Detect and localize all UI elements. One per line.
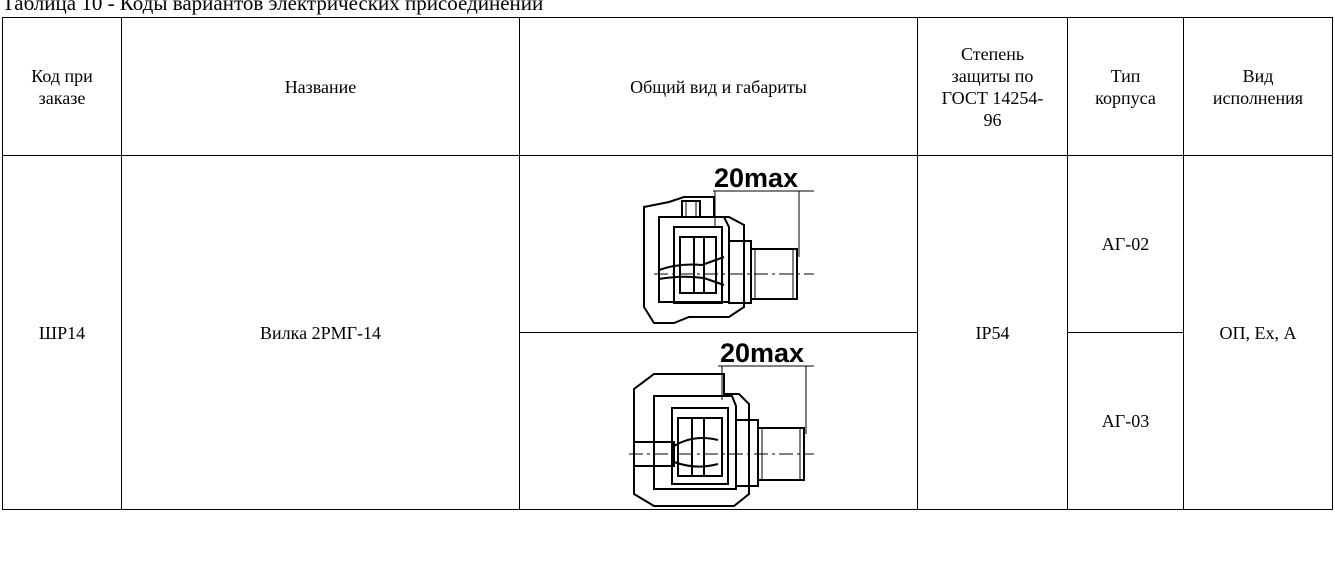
header-name: Название [121, 17, 520, 156]
table-row: ШР14 Вилка 2РМГ-14 20max [2, 155, 1333, 510]
table-caption: Таблица 10 - Коды вариантов электрически… [2, 0, 544, 15]
connection-variants-table: Код при заказе Название Общий вид и габа… [2, 17, 1333, 510]
cell-drawing-1: 20max [519, 155, 918, 333]
cell-protection: IP54 [917, 155, 1068, 510]
header-view: Общий вид и габариты [519, 17, 918, 156]
cell-drawing-2: 20max [519, 332, 918, 510]
header-row: Код при заказе Название Общий вид и габа… [2, 17, 1333, 156]
header-protection: Степень защиты по ГОСТ 14254- 96 [917, 17, 1068, 156]
cell-version: ОП, Ex, А [1183, 155, 1333, 510]
table-row: 20max [3, 332, 1333, 510]
cell-case-type-ag03: АГ-03 [1067, 332, 1184, 510]
cell-code: ШР14 [2, 155, 122, 510]
dimension-label: 20max [720, 338, 804, 368]
header-case-type: Тип корпуса [1067, 17, 1184, 156]
cell-name: Вилка 2РМГ-14 [121, 155, 520, 510]
cell-case-type-ag02: АГ-02 [1067, 155, 1184, 333]
dimension-label: 20max [714, 163, 798, 193]
connector-drawing-ag02: 20max [642, 163, 814, 324]
connector-drawing-ag03: 20max [628, 338, 814, 507]
header-code: Код при заказе [2, 17, 122, 156]
header-version: Вид исполнения [1183, 17, 1333, 156]
